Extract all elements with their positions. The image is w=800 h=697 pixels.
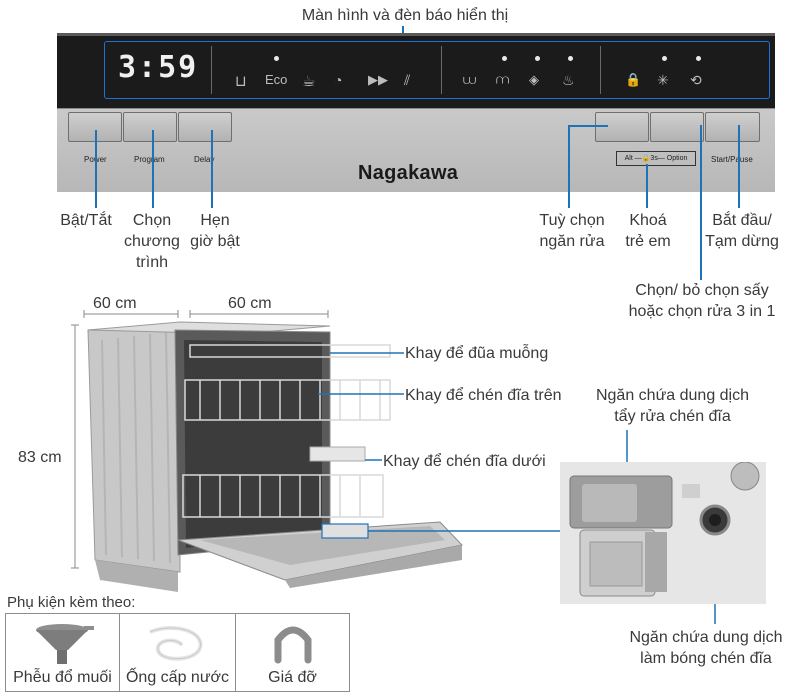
option-callout-line: [700, 125, 702, 280]
intensive-icon: ⊔: [235, 73, 247, 90]
delay-button[interactable]: [178, 112, 232, 142]
start-pause-label: Start/Pause: [711, 155, 753, 164]
panel-separator: [441, 46, 442, 94]
indicator-dot: [535, 56, 540, 61]
rinse-aid-compartment-label: Ngăn chứa dung dịch làm bóng chén đĩa: [629, 629, 783, 667]
tablet-3in1-icon: ◈: [529, 72, 539, 87]
start-pause-callout: Bắt đầu/ Tạm dừng: [705, 212, 779, 250]
indicator-dot: [274, 56, 279, 61]
height-dimension: 83 cm: [18, 449, 62, 466]
program-label: Program: [134, 155, 165, 164]
rinse-aid-icon: ⟲: [690, 72, 702, 88]
option-button[interactable]: [650, 112, 704, 142]
quick-1h-icon: ◔: [334, 72, 343, 88]
program-callout-line: [152, 130, 154, 208]
display-strip: [104, 41, 770, 99]
indicator-dot: [696, 56, 701, 61]
detergent-compartment-label: Ngăn chứa dung dịch tẩy rửa chén đĩa: [595, 387, 750, 425]
half-load-callout-line: [568, 125, 570, 208]
upper-wash-icon: ⩊: [463, 72, 477, 87]
half-load-button[interactable]: [595, 112, 649, 142]
accessories-title: Phụ kiện kèm theo:: [7, 594, 136, 611]
power-callout: Bật/Tắt: [60, 212, 112, 229]
panel-separator: [211, 46, 212, 94]
width-dimension: 60 cm: [228, 295, 272, 312]
dry-icon: ♨: [562, 72, 575, 88]
accessory-bracket: [235, 613, 350, 692]
lock-callout-line: [646, 164, 648, 208]
option-lock-legend: Alt —🔒3s— Option: [616, 151, 696, 166]
salt-icon: ✳: [657, 72, 669, 88]
lower-wash-icon: ⩋: [496, 72, 510, 87]
accessory-bracket-label: Giá đỡ: [268, 669, 317, 686]
accessory-hose-label: Ống cấp nước: [125, 669, 230, 686]
half-load-callout: Tuỳ chọn ngăn rửa: [539, 212, 605, 250]
indicator-dot: [502, 56, 507, 61]
clock-display: 3:59: [118, 50, 199, 85]
program-callout: Chọn chương trình: [124, 212, 180, 271]
accessory-funnel-label: Phễu đổ muối: [13, 669, 112, 686]
delay-callout-line: [211, 130, 213, 208]
glass-icon: ☕: [302, 73, 316, 90]
prewash-icon: ⫽: [404, 72, 411, 88]
child-lock-callout: Khoá trẻ em: [625, 212, 671, 250]
indicator-dot: [662, 56, 667, 61]
upper-rack-label: Khay để chén đĩa trên: [405, 387, 562, 404]
indicator-dot: [568, 56, 573, 61]
lower-rack-label: Khay để chén đĩa dưới: [383, 453, 546, 470]
rapid-icon: ▶▶: [368, 72, 388, 87]
depth-dimension: 60 cm: [93, 295, 137, 312]
delay-callout: Hẹn giờ bật: [190, 212, 240, 250]
cutlery-tray-label: Khay để đũa muỗng: [405, 345, 549, 362]
eco-icon: Eco: [265, 72, 288, 87]
lock-icon: 🔒: [625, 72, 642, 87]
brand-logo: Nagakawa: [358, 162, 459, 184]
display-label: Màn hình và đèn báo hiển thị: [301, 7, 509, 24]
power-callout-line: [95, 130, 97, 208]
start-callout-line: [738, 125, 740, 208]
panel-separator: [600, 46, 601, 94]
dry-3in1-callout: Chọn/ bỏ chọn sấy hoặc chọn rửa 3 in 1: [628, 282, 776, 320]
half-load-callout-line-h: [568, 125, 608, 127]
program-button[interactable]: [123, 112, 177, 142]
delay-label: Delay: [194, 155, 215, 164]
dispenser-inset: [560, 461, 766, 604]
start-pause-button[interactable]: [705, 112, 760, 142]
